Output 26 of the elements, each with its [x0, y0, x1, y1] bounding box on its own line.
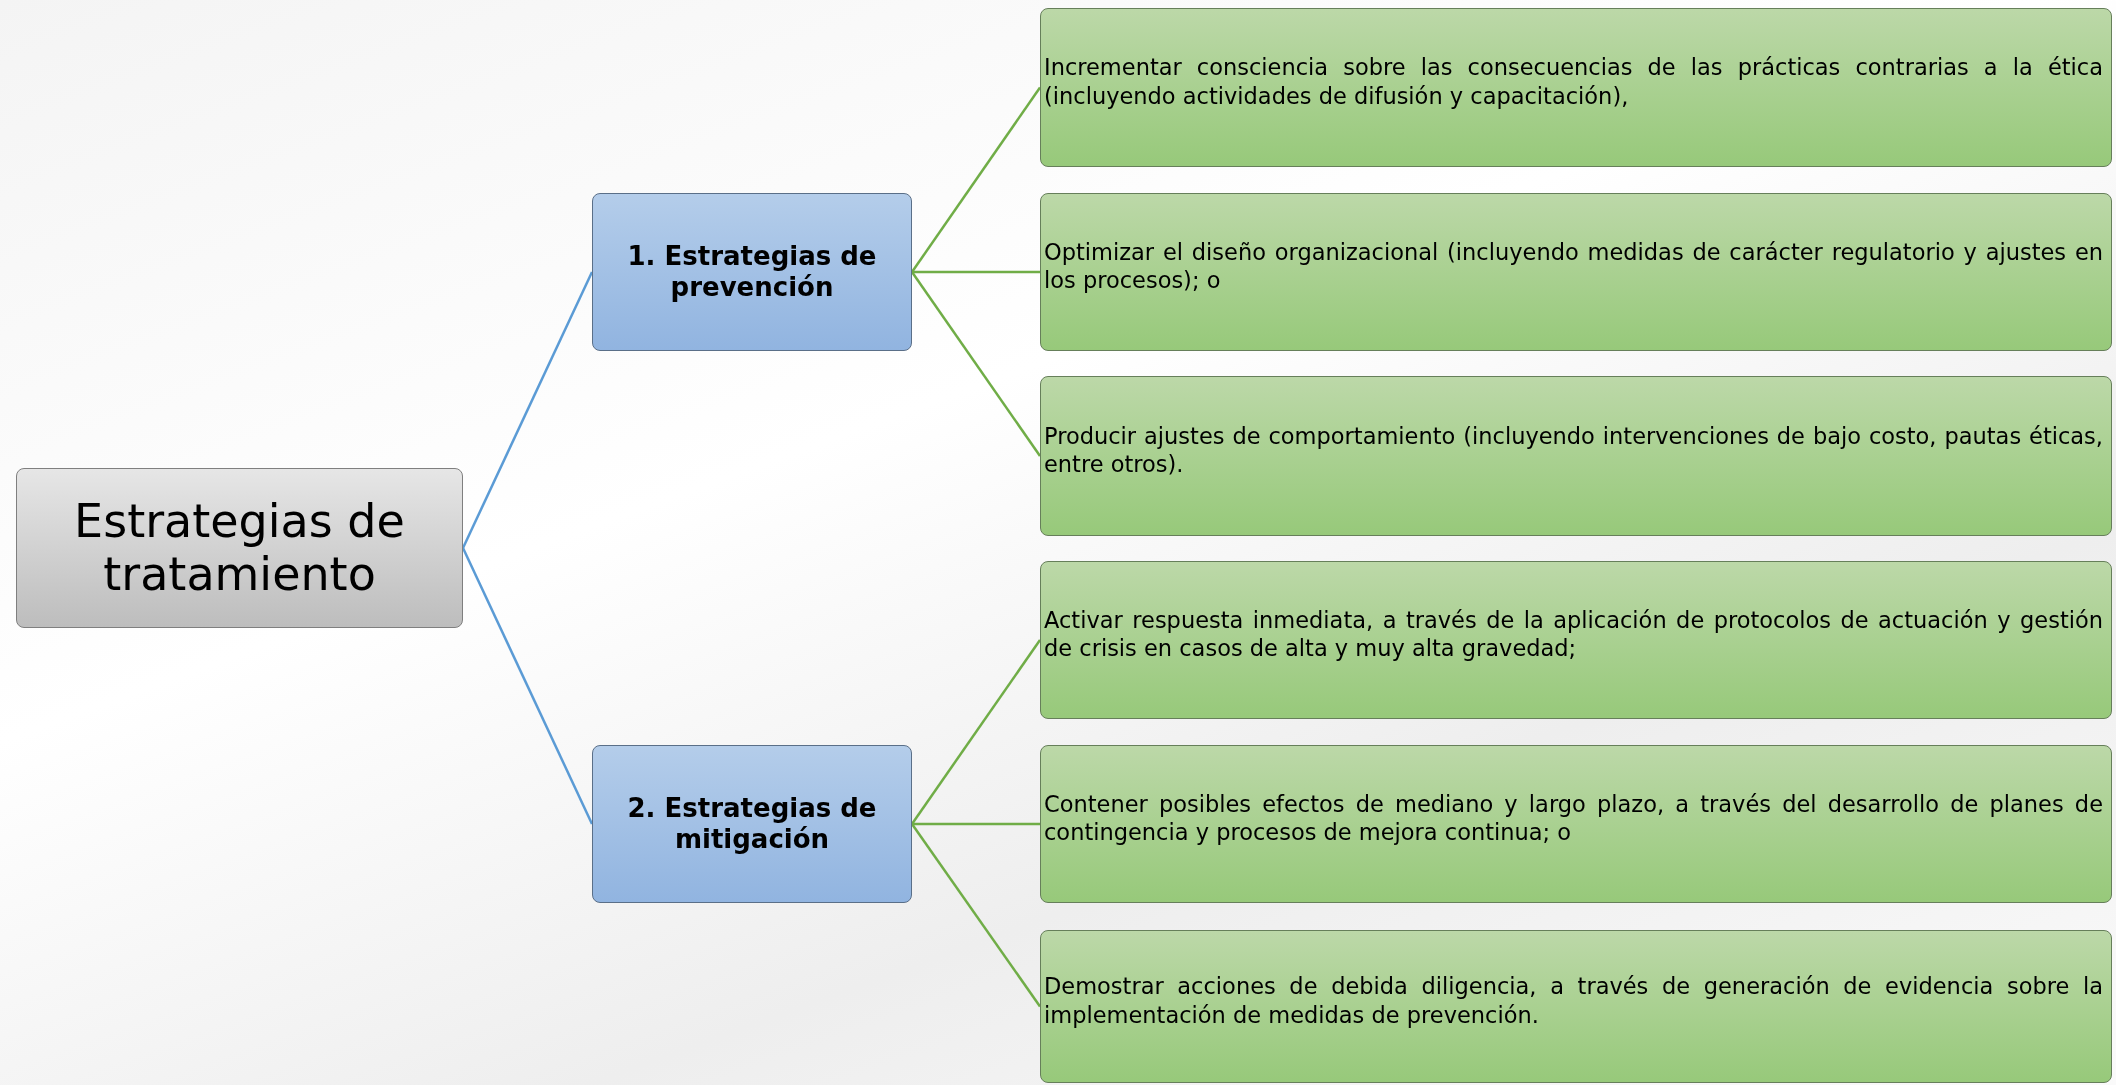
connector-line	[461, 271, 594, 549]
node-text: Activar respuesta inmediata, a través de la aplicación de protocolos de actuación y gestión de crisis en casos de alta y muy alta gravedad;	[1044, 605, 2103, 663]
connector-line	[461, 547, 594, 825]
connector-line	[910, 86, 1042, 273]
strategy-box	[1040, 193, 2112, 351]
connector-line	[912, 822, 1040, 826]
category-box	[592, 745, 912, 903]
node-text: 1. Estrategias de prevención	[626, 240, 878, 304]
node-text: Optimizar el diseño organizacional (incluyendo medidas de carácter regulatorio y ajustes en los procesos); o	[1044, 237, 2103, 295]
strategy-box	[1040, 930, 2112, 1083]
strategy-box	[1040, 561, 2112, 719]
root-box	[16, 468, 463, 628]
connector-line	[910, 639, 1042, 825]
connector-line	[910, 271, 1042, 457]
node-text: Incrementar consciencia sobre las consecuencias de las prácticas contrarias a la ética (incluyendo actividades de difusión y capacitación),	[1044, 53, 2103, 110]
node-text: 2. Estrategias de mitigación	[626, 792, 878, 856]
strategy-box	[1040, 8, 2112, 167]
strategy-box	[1040, 376, 2112, 536]
node-text: Estrategias de tratamiento	[73, 495, 406, 601]
strategy-box	[1040, 745, 2112, 903]
connector-line	[912, 270, 1040, 274]
node-text: Producir ajustes de comportamiento (incluyendo intervenciones de bajo costo, pautas éticas, entre otros).	[1044, 421, 2103, 479]
category-box	[592, 193, 912, 351]
node-text: Demostrar acciones de debida diligencia, a través de generación de evidencia sobre la implementación de medidas de prevención.	[1044, 972, 2103, 1029]
node-text: Contener posibles efectos de mediano y largo plazo, a través del desarrollo de planes de contingencia y procesos de mejora continua; o	[1044, 789, 2103, 847]
connector-line	[910, 823, 1042, 1008]
